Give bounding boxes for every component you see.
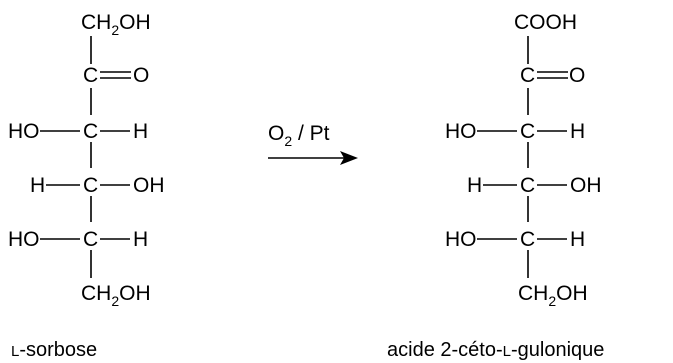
sorbose-c3-left-group: HO xyxy=(8,120,40,143)
sorbose-c3-right-group: H xyxy=(133,120,148,143)
gulonic-c3-right-group: H xyxy=(570,120,585,143)
sorbose-caption: L-sorbose xyxy=(11,339,97,361)
sorbose-carbonyl-oxygen: O xyxy=(133,64,149,87)
reaction-arrow-group: O2 / Pt xyxy=(268,122,358,165)
reaction-arrowhead xyxy=(340,151,358,165)
gulonic-top-group: COOH xyxy=(514,11,577,34)
sorbose-c3-carbon: C xyxy=(83,120,98,143)
gulonic-c5-carbon: C xyxy=(520,228,535,251)
sorbose-top-group: CH2OH xyxy=(81,11,151,38)
sorbose-carbonyl-carbon: C xyxy=(83,64,98,87)
sorbose-c4-left-group: H xyxy=(30,174,45,197)
gulonic-c5-left-group: HO xyxy=(445,228,477,251)
sorbose-c4-carbon: C xyxy=(83,174,98,197)
gulonic-c4-right-group: OH xyxy=(570,174,602,197)
gulonic-carbonyl-carbon: C xyxy=(520,64,535,87)
gulonic-c4-carbon: C xyxy=(520,174,535,197)
gulonic-carbonyl-oxygen: O xyxy=(569,64,585,87)
sorbose-bottom-group: CH2OH xyxy=(81,282,151,309)
gulonic-structure: COOH C O HO C H H C OH HO C H CH2OH xyxy=(445,11,602,309)
gulonic-c3-carbon: C xyxy=(520,120,535,143)
reaction-reagent-label: O2 / Pt xyxy=(268,122,330,149)
gulonic-caption: acide 2-céto-L-gulonique xyxy=(387,339,604,361)
sorbose-c4-right-group: OH xyxy=(133,174,165,197)
sorbose-structure: CH2OH C O HO C H H C OH HO C H CH2OH xyxy=(8,11,165,309)
gulonic-c5-right-group: H xyxy=(570,228,585,251)
sorbose-c5-left-group: HO xyxy=(8,228,40,251)
sorbose-c5-right-group: H xyxy=(133,228,148,251)
gulonic-c4-left-group: H xyxy=(467,174,482,197)
gulonic-bottom-group: CH2OH xyxy=(518,282,588,309)
gulonic-c3-left-group: HO xyxy=(445,120,477,143)
sorbose-c5-carbon: C xyxy=(83,228,98,251)
